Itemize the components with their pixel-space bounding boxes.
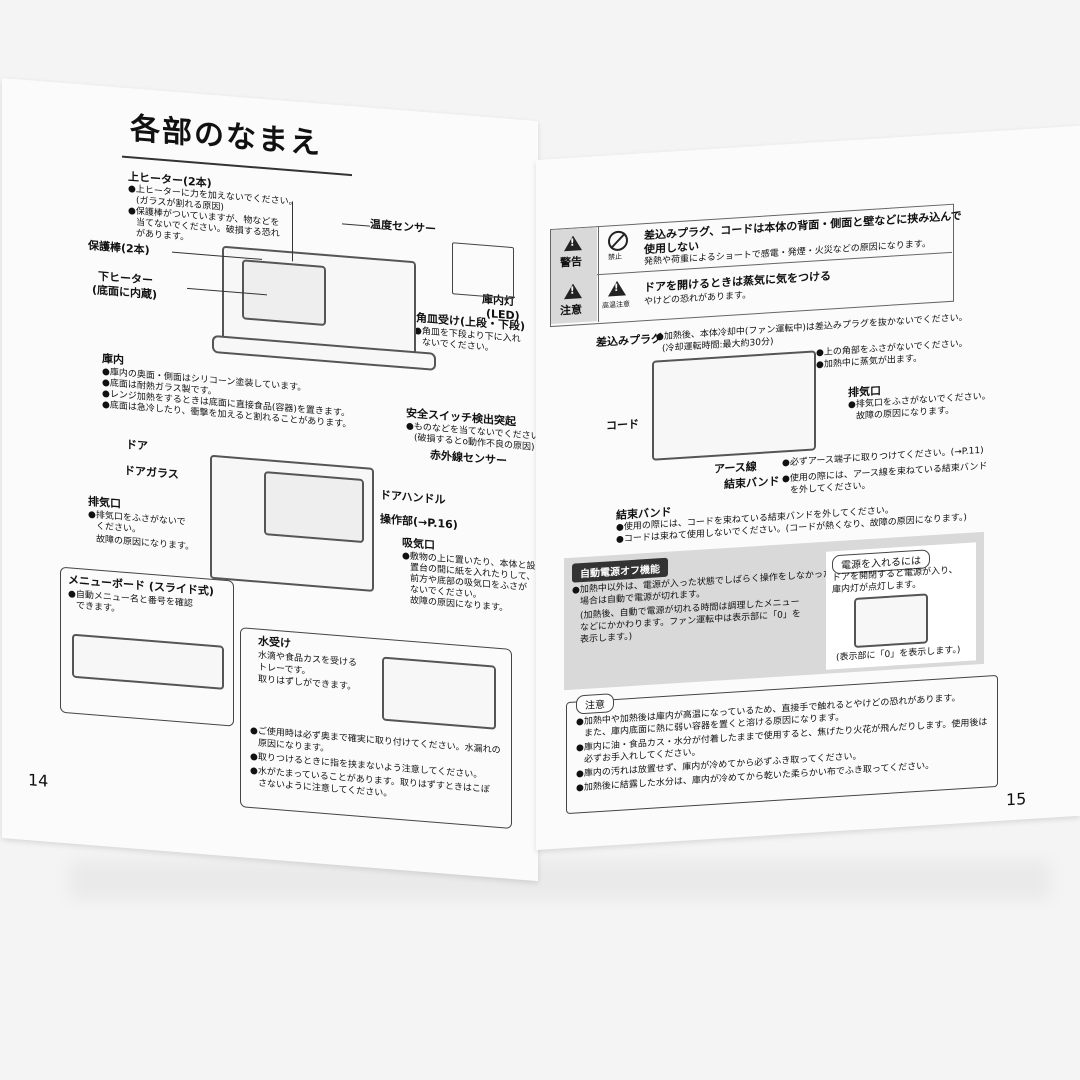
oven-front-window	[264, 471, 364, 544]
water-tray-label: 水受け	[258, 634, 291, 651]
page-number-right: 15	[1006, 789, 1027, 810]
interior-label: 庫内	[102, 352, 124, 367]
page-number-left: 14	[28, 770, 49, 791]
ir-sensor-label: 赤外線センサー	[430, 448, 507, 468]
caution-label: 注意	[560, 303, 582, 318]
page-title: 各部のなまえ	[130, 111, 322, 162]
control-label: 操作部(→P.16)	[380, 512, 458, 532]
book-shadow	[70, 860, 1050, 900]
oven-rear-diagram	[652, 350, 816, 461]
exhaust-label: 排気口	[88, 494, 121, 511]
cord-label: コード	[606, 417, 639, 433]
leader-line	[342, 223, 370, 227]
door-handle-label: ドアハンドル	[380, 488, 446, 507]
leader-line	[292, 201, 293, 262]
caution-triangle-icon	[564, 283, 582, 300]
left-page: 各部のなまえ 上ヒーター(2本) ●上ヒーターに力を加えないでください。 (ガラ…	[2, 78, 549, 882]
prohibited-icon-label: 禁止	[608, 252, 622, 262]
band-label-1: 結束バンド	[724, 474, 780, 492]
protect-bar-label: 保護棒(2本)	[88, 238, 150, 257]
right-page: 警告 注意 禁止 高温注意 差込みプラグ、コードは本体の背面・側面と壁などに挟み…	[536, 125, 1080, 851]
hot-surface-icon	[608, 280, 626, 297]
door-label: ドア	[126, 437, 148, 453]
exhaust-note: 故障の原因になります。	[96, 534, 195, 553]
warning-label: 警告	[560, 255, 582, 270]
plug-label: 差込みプラグ	[596, 332, 662, 350]
water-tray-illustration	[382, 656, 496, 730]
power-on-illustration	[854, 593, 928, 648]
temp-sensor-label: 温度センサー	[370, 217, 436, 236]
hot-surface-icon-label: 高温注意	[602, 300, 630, 310]
intake-label: 吸気口	[402, 536, 435, 552]
door-glass-label: ドアガラス	[124, 463, 179, 482]
lamp-inset	[452, 242, 514, 300]
earth-label: アース線	[714, 460, 757, 476]
notice-tag: 注意	[576, 693, 614, 715]
warning-table-divider	[598, 226, 599, 323]
warning-triangle-icon	[564, 235, 582, 252]
